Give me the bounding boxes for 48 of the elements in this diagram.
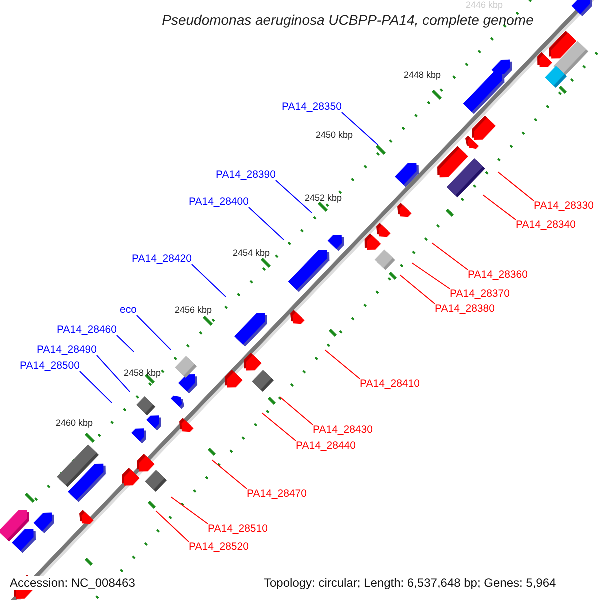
leader-line	[136, 315, 172, 350]
leader-line	[212, 460, 248, 490]
leader-line	[400, 274, 436, 304]
gene-label: PA14_28460	[57, 325, 117, 336]
scale-label: 2448 kbp	[404, 71, 442, 80]
gene-label: PA14_28470	[247, 489, 307, 500]
gene-label: PA14_28340	[516, 220, 576, 230]
leader-line	[498, 172, 534, 202]
gene-label: PA14_28400	[189, 197, 249, 208]
gene-label: PA14_28330	[534, 201, 594, 212]
leader-line	[412, 262, 450, 290]
leader-line	[341, 112, 378, 146]
leader-line	[191, 264, 226, 298]
leader-line	[324, 350, 360, 380]
leader-line	[116, 335, 134, 352]
leader-line	[248, 207, 284, 240]
gene-label: PA14_28490	[37, 345, 97, 356]
scale-label: 2456 kbp	[175, 306, 212, 315]
gene-label: eco	[120, 305, 137, 316]
gene-label: PA14_28510	[208, 524, 268, 534]
leader-line	[275, 180, 312, 214]
gene-label: PA14_28390	[216, 170, 276, 180]
gene-label: PA14_28380	[435, 304, 495, 314]
gene-label: PA14_28420	[132, 254, 192, 264]
leader-line	[79, 371, 112, 404]
leader-line	[432, 242, 468, 270]
scale-label: 2452 kbp	[305, 194, 342, 203]
accession-text: Accession: NC_008463	[8, 576, 138, 590]
gene-label: PA14_28360	[468, 270, 528, 280]
scale-label: 2458 kbp	[124, 369, 162, 378]
gene-label: PA14_28430	[313, 425, 373, 436]
scale-label: 2454 kbp	[233, 249, 270, 258]
gene-label: PA14_28370	[450, 289, 510, 300]
gene-label: PA14_28440	[296, 441, 356, 452]
leader-line	[156, 510, 190, 542]
leader-line	[96, 355, 130, 392]
scale-label: 2460 kbp	[56, 419, 94, 428]
title: Pseudomonas aeruginosa UCBPP-PA14, complete genome	[161, 13, 535, 27]
gene-label: PA14_28500	[20, 361, 80, 372]
leader-line	[262, 412, 296, 442]
scale-label: 2450 kbp	[316, 131, 354, 140]
leader-line	[280, 396, 314, 426]
leader-line	[482, 194, 516, 220]
gene-label: PA14_28410	[360, 379, 420, 390]
gene-label: PA14_28350	[282, 102, 342, 112]
genome-stats-text: Topology: circular; Length: 6,537,648 bp; Genes: 5,964	[262, 576, 558, 590]
leader-line	[170, 496, 208, 524]
gene-label: PA14_28520	[189, 542, 249, 552]
